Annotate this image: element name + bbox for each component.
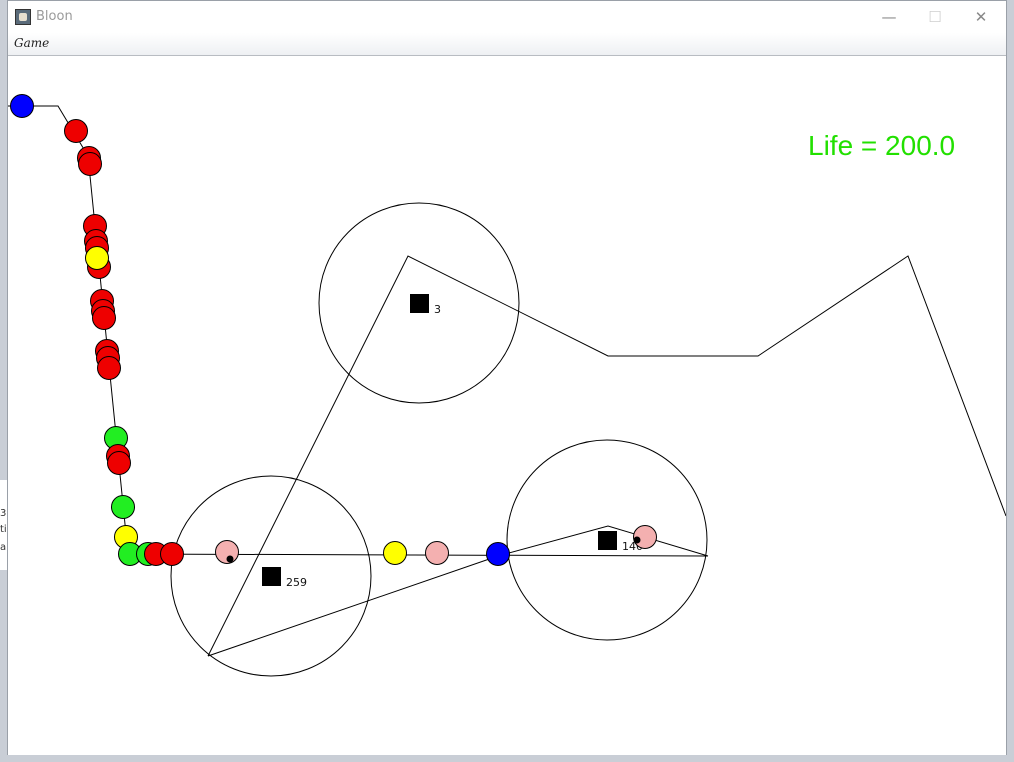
title-bar[interactable]: Bloon — ☐ ✕ <box>8 1 1006 33</box>
tower-link-path <box>207 525 709 657</box>
bloon-red <box>107 451 131 475</box>
bloon-path <box>8 105 709 557</box>
bloon-red <box>160 542 184 566</box>
background-app-strip: 3 ti a <box>0 480 8 570</box>
bloon-red <box>78 152 102 176</box>
bloon-red <box>97 356 121 380</box>
tower-link-path <box>207 255 1006 657</box>
bloons <box>10 94 657 566</box>
menu-item-game[interactable]: Game <box>14 36 50 50</box>
bloon-red <box>92 306 116 330</box>
game-canvas[interactable]: 3 259 140 <box>8 56 1006 755</box>
maximize-button[interactable]: ☐ <box>928 8 942 26</box>
tower-label: 259 <box>286 576 307 589</box>
bloon-blue <box>10 94 34 118</box>
game-window: Bloon — ☐ ✕ Game 3 259 140 <box>7 0 1007 755</box>
window-title: Bloon <box>36 9 73 24</box>
bloon-red <box>64 119 88 143</box>
tower-range-circle <box>318 202 520 404</box>
life-counter: Life = 200.0 <box>808 130 956 161</box>
close-button[interactable]: ✕ <box>974 8 988 26</box>
tower[interactable] <box>262 567 281 586</box>
bloon-pink <box>425 541 449 565</box>
projectile <box>226 555 234 563</box>
bloon-blue <box>486 542 510 566</box>
bloon-pink <box>633 525 657 549</box>
app-icon <box>15 9 31 25</box>
tower-label: 3 <box>434 303 441 316</box>
projectile <box>633 536 641 544</box>
tower-range-circle <box>170 475 372 677</box>
menu-bar: Game <box>8 33 1006 56</box>
tower[interactable] <box>598 531 617 550</box>
tower-range-circle <box>506 439 708 641</box>
tower[interactable] <box>410 294 429 313</box>
game-board: 3 259 140 <box>8 94 1006 677</box>
bloon-green <box>111 495 135 519</box>
minimize-button[interactable]: — <box>881 8 897 26</box>
bloon-yellow <box>383 541 407 565</box>
bloon-yellow <box>85 246 109 270</box>
